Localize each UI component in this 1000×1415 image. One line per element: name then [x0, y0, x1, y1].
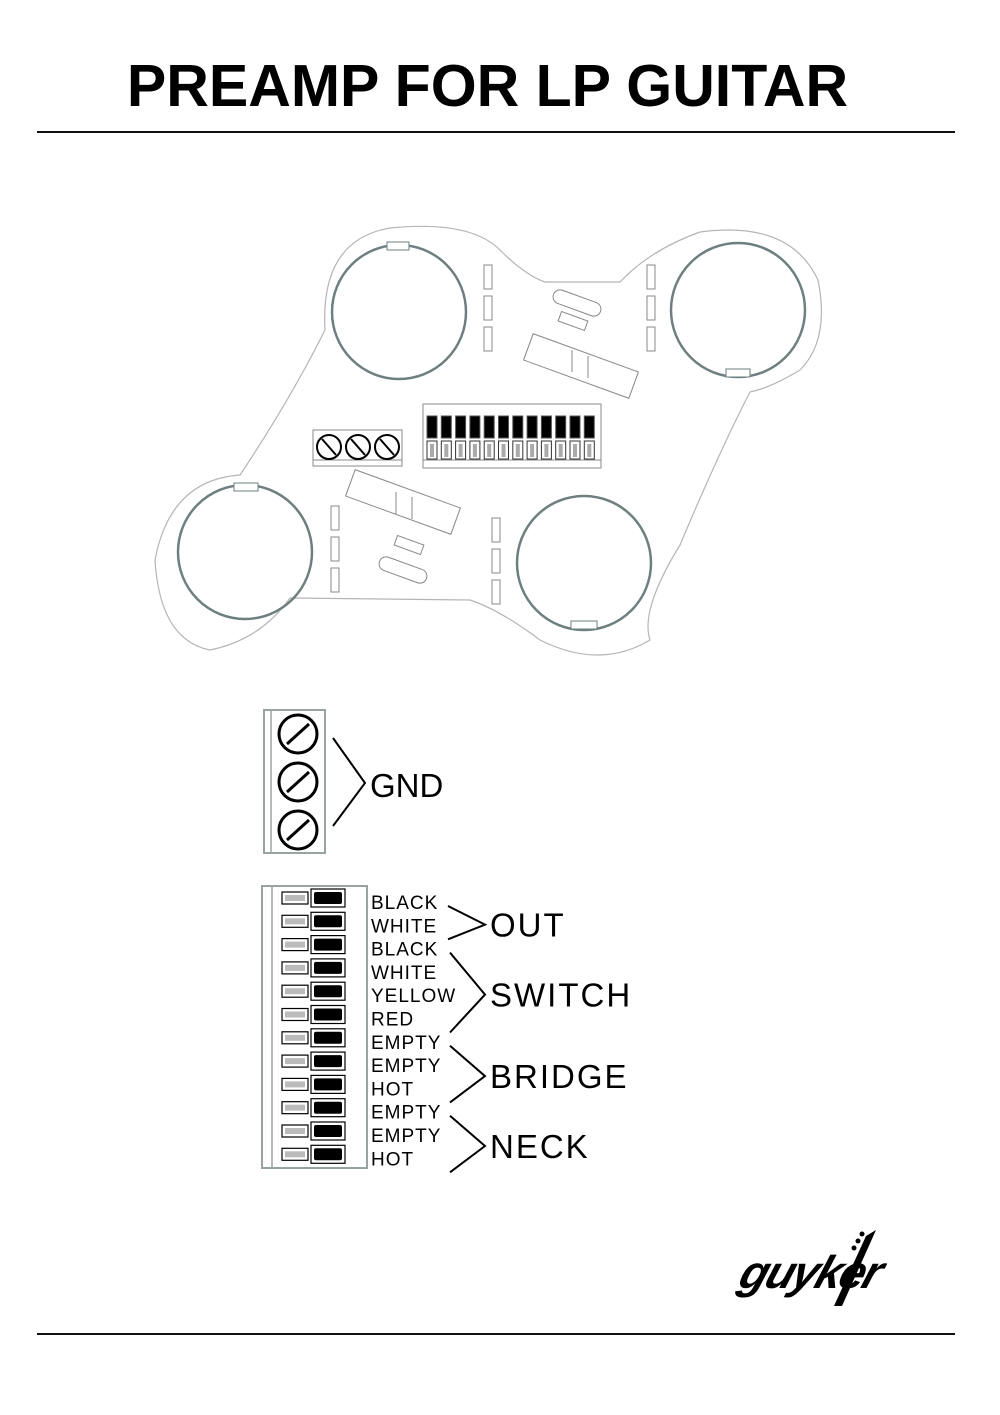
wire-label: RED — [371, 1010, 414, 1031]
wire-label: HOT — [371, 1149, 414, 1170]
wire-label: WHITE — [371, 963, 437, 984]
board-pin-header — [422, 403, 602, 469]
components-bottom — [344, 469, 462, 584]
group-label-bridge: BRIDGE — [490, 1058, 629, 1095]
pot-bottom-left — [176, 482, 314, 621]
guyker-logo: guyker — [732, 1230, 893, 1306]
resistor-pads — [330, 264, 656, 605]
wire-label: EMPTY — [371, 1033, 441, 1054]
board-gnd-terminal — [312, 429, 403, 467]
group-label-out: OUT — [490, 907, 566, 944]
wire-label: YELLOW — [371, 986, 456, 1007]
pot-bottom-right — [515, 494, 653, 632]
wire-label: EMPTY — [371, 1126, 441, 1147]
wire-label: BLACK — [371, 940, 438, 961]
group-brackets: OUT SWITCH BRIDGE NECK — [447, 905, 632, 1174]
wire-labels: BLACKWHITEBLACKWHITEYELLOWREDEMPTYEMPTYH… — [371, 893, 456, 1170]
group-label-switch: SWITCH — [490, 977, 632, 1014]
components-top — [522, 289, 640, 399]
gnd-terminal-block — [263, 709, 367, 854]
wire-terminal-block — [261, 885, 368, 1169]
wire-label: HOT — [371, 1079, 414, 1100]
page-title: PREAMP FOR LP GUITAR — [126, 53, 849, 119]
group-label-neck: NECK — [490, 1128, 590, 1165]
wire-label: BLACK — [371, 893, 438, 914]
wire-label: EMPTY — [371, 1103, 441, 1124]
terminal-pins — [281, 888, 346, 1164]
pot-top-left — [330, 241, 468, 381]
gnd-label: GND — [370, 767, 443, 804]
pot-top-right — [669, 241, 807, 379]
wire-label: WHITE — [371, 916, 437, 937]
wire-label: EMPTY — [371, 1056, 441, 1077]
top-divider — [37, 131, 955, 133]
svg-text:guyker: guyker — [732, 1247, 893, 1299]
bottom-divider — [37, 1333, 955, 1335]
pcb-board — [154, 225, 823, 656]
